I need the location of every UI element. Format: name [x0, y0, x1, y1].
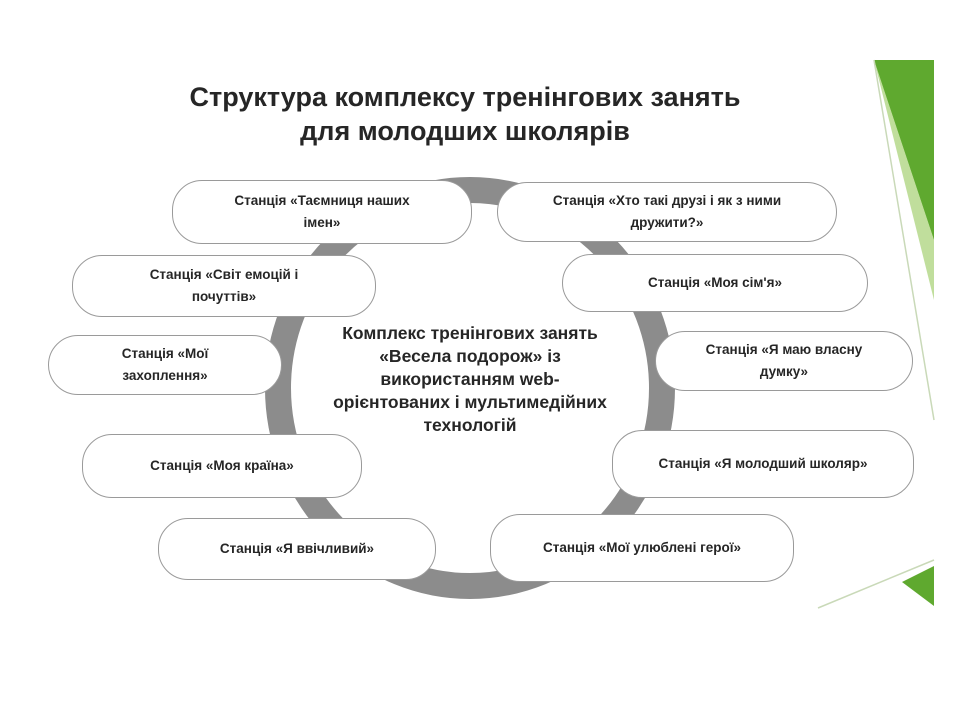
station-label: Станція «Хто такі друзі і як з ними [552, 193, 782, 208]
station-box: Станція «Моя сім'я» [562, 254, 868, 312]
center-line: технологій [423, 415, 517, 435]
center-line: орієнтованих і мультимедійних [333, 392, 607, 412]
station-label: захоплення» [122, 368, 208, 383]
station-label: Станція «Таємниця наших [234, 193, 410, 208]
station-box: Станція «Я маю власну думку» [655, 331, 913, 391]
station-label: Станція «Світ емоцій і [149, 267, 299, 282]
center-label: Комплекс тренінгових занять «Весела подо… [290, 322, 650, 437]
station-label: думку» [759, 364, 809, 379]
station-label: дружити?» [630, 215, 704, 230]
station-label: Станція «Я молодший школяр» [658, 456, 868, 471]
accent-line [817, 559, 935, 609]
station-box: Станція «Моя країна» [82, 434, 362, 498]
green-bottom-accent [902, 566, 934, 606]
station-label: Станція «Я маю власну [705, 342, 863, 357]
station-box: Станція «Таємниця наших імен» [172, 180, 472, 244]
title-line: Структура комплексу тренінгових занять [189, 82, 741, 112]
slide-title: Структура комплексу тренінгових занять д… [100, 80, 830, 148]
accent-line [873, 59, 935, 421]
station-label: Станція «Мої [121, 346, 209, 361]
station-label: Станція «Я ввічливий» [219, 541, 375, 556]
station-box: Станція «Хто такі друзі і як з ними дружи… [497, 182, 837, 242]
station-box: Станція «Я ввічливий» [158, 518, 436, 580]
center-line: використанням web- [380, 369, 560, 389]
station-label: імен» [303, 215, 341, 230]
station-label: почуттів» [191, 289, 257, 304]
station-box: Станція «Світ емоцій і почуттів» [72, 255, 376, 317]
station-box: Станція «Я молодший школяр» [612, 430, 914, 498]
station-box: Станція «Мої захоплення» [48, 335, 282, 395]
center-line: «Весела подорож» із [379, 346, 561, 366]
center-line: Комплекс тренінгових занять [342, 323, 598, 343]
green-corner-shade [874, 60, 934, 300]
title-line: для молодших школярів [300, 116, 630, 146]
station-label: Станція «Моя сім'я» [648, 275, 782, 290]
station-box: Станція «Мої улюблені герої» [490, 514, 794, 582]
station-label: Станція «Моя країна» [150, 458, 294, 473]
station-label: Станція «Мої улюблені герої» [543, 540, 741, 555]
central-ring [265, 177, 675, 599]
